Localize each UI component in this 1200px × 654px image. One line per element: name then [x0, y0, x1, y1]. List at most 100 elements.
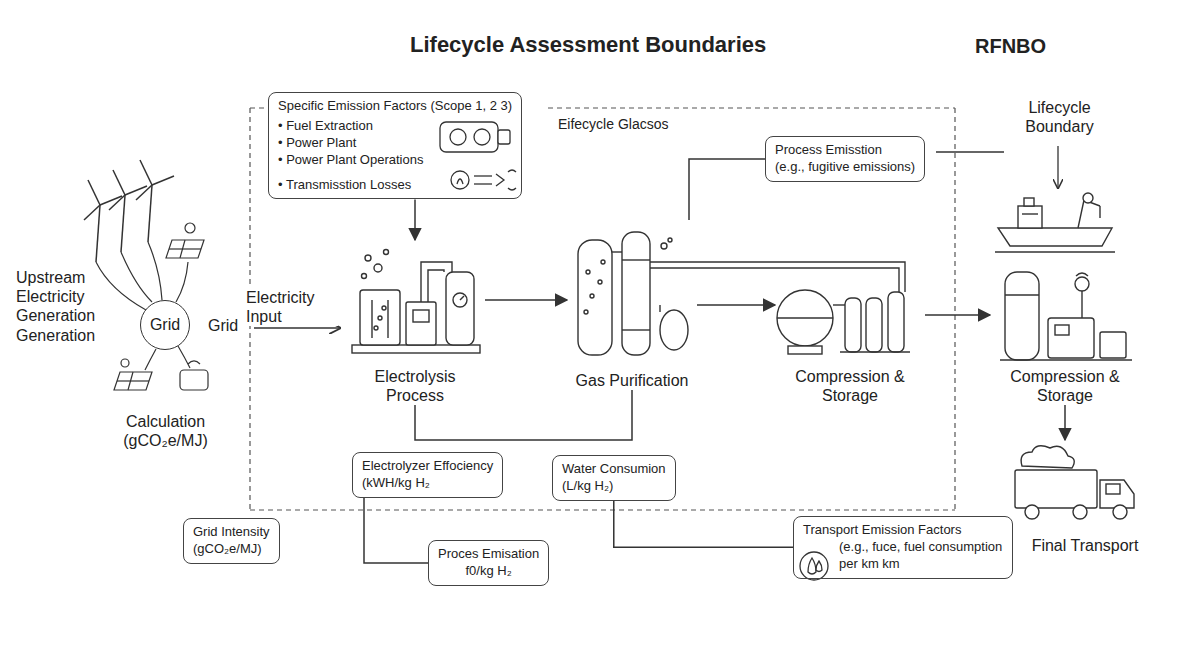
- gas-purification-illustration-part: [584, 310, 588, 314]
- electrolyzer-illustration-part: [384, 250, 389, 255]
- process-stage: Compression & Storage: [775, 255, 925, 405]
- wind-turbines-part: [140, 160, 152, 185]
- node-text: • Transmisstion Losses: [278, 177, 512, 194]
- gas-purification-illustration-part: [601, 260, 605, 264]
- solar-panels-part: [180, 370, 208, 390]
- annotation-label: Upstream Electricity Generation Generati…: [16, 268, 111, 345]
- fuel-drop-icon-part: [808, 558, 816, 574]
- process-stage: Gas Purification: [567, 220, 697, 390]
- solar-panels-part: [188, 361, 200, 364]
- ship-illustration: [995, 193, 1115, 252]
- electrolyzer-illustration-part: [360, 290, 400, 345]
- gas-purification-illustration-part: [612, 251, 622, 252]
- electrolyzer-illustration-part: [460, 296, 464, 300]
- compression-storage-illustration-part: [888, 292, 904, 352]
- lifecycle-boundary-part: [250, 509, 955, 510]
- annotation-label: Electricity Input: [246, 288, 338, 326]
- info-box: Process Emisstion(e.g., fugitive emissio…: [765, 136, 925, 182]
- right-storage-illustration-part: [1076, 273, 1088, 276]
- gas-purification-illustration-part: [578, 240, 612, 355]
- truck-illustration-part: [1113, 505, 1127, 519]
- gas-purification-illustration-part: [622, 259, 650, 260]
- lifecycle-boundary: [250, 108, 955, 510]
- wind-turbines-part: [152, 176, 174, 185]
- emission-factor-icons-part: [496, 174, 504, 186]
- wind-turbines-part: [148, 185, 152, 242]
- connector: [485, 299, 567, 301]
- node-text: Grid Intensity: [193, 524, 270, 541]
- right-storage-illustration-part: [1055, 325, 1069, 335]
- fuel-drop-icon-part: [800, 552, 828, 580]
- gas-purification-illustration-part: [650, 262, 905, 292]
- electrolyzer-illustration-part: [374, 264, 382, 272]
- emission-factor-icons-part: [457, 179, 463, 184]
- ship-illustration-part: [1078, 200, 1100, 228]
- electrolyzer-illustration-part: [362, 274, 367, 279]
- node-text: • Power Plant: [278, 135, 512, 152]
- electrolyzer-illustration-part: [428, 270, 444, 302]
- node-text: (L/kg H₂): [562, 478, 666, 495]
- right-storage-illustration-part: [1100, 332, 1126, 358]
- node-text: • Power Plant Operations: [278, 152, 512, 169]
- right-storage-illustration-part: [1081, 290, 1082, 318]
- wind-turbines: [84, 160, 174, 262]
- connector: [415, 390, 632, 440]
- node-text: • Fuel Extraction: [278, 118, 512, 135]
- process-stage: Compression & Storage: [990, 262, 1140, 405]
- gas-purification-illustration-part: [622, 232, 650, 355]
- connector: [925, 314, 990, 316]
- node-text: Compression & Storage: [990, 367, 1140, 405]
- electrolyzer-illustration-part: [446, 272, 474, 345]
- compression-storage-illustration-part: [777, 290, 833, 346]
- node-text: Proces Emisation: [438, 546, 539, 563]
- info-box: Electrolyzer Effociency(kWH/kg H₂: [352, 452, 503, 498]
- gas-purification-illustration-part: [661, 243, 667, 249]
- truck-illustration-part: [1100, 480, 1134, 508]
- info-box: Water Consumion(L/kg H₂): [552, 455, 676, 501]
- electrolyzer-illustration-part: [453, 293, 467, 307]
- solar-panels-part: [117, 380, 149, 381]
- node-text: Water Consumion: [562, 461, 666, 478]
- emission-factor-icons-part: [440, 122, 498, 152]
- wind-turbines-part: [109, 195, 125, 210]
- gas-purification-illustration-part: [586, 270, 590, 274]
- electricity-input-arrow: [254, 327, 340, 329]
- annotation-label: Grid: [208, 316, 238, 335]
- compression-storage-illustration-part: [840, 351, 910, 352]
- gas-purification-illustration-part: [650, 268, 899, 292]
- gas-purification-illustration-part: [622, 329, 650, 330]
- emission-factor-icons-part: [474, 183, 492, 184]
- grid-wires: [96, 242, 190, 370]
- gas-purification-illustration-part: [668, 238, 672, 242]
- boundary-leader-part: [1057, 146, 1058, 188]
- annotation-label: Calculation (gCO₂e/MJ): [108, 412, 223, 450]
- info-box: Specific Emission Factors (Scope 1, 2 3)…: [268, 92, 522, 199]
- right-storage-illustration-part: [1048, 318, 1094, 358]
- solar-panels-part: [166, 240, 204, 258]
- annotation-label: RFNBO: [975, 34, 1046, 58]
- truck-illustration-part: [1106, 484, 1120, 494]
- compression-storage-illustration: [777, 290, 910, 354]
- wind-turbines-part: [121, 195, 125, 252]
- wind-turbines-part: [88, 180, 100, 205]
- emission-factor-icons-part: [474, 175, 492, 176]
- electrolyzer-illustration-part: [374, 326, 378, 330]
- truck-illustration-part: [1021, 446, 1074, 468]
- grid-wires-part: [145, 349, 156, 370]
- wind-turbines-part: [136, 185, 152, 200]
- electrolyzer-illustration-part: [413, 310, 429, 322]
- compression-storage-illustration-part: [788, 346, 822, 354]
- node-text: Process Emisstion: [775, 142, 915, 159]
- diagram-title: Lifecycle Assessment Boundaries: [410, 32, 766, 58]
- process-stage: Final Transport: [1005, 440, 1165, 555]
- node-text: Gas Purification: [576, 371, 689, 390]
- connector: [1064, 405, 1066, 440]
- ship-illustration-part: [1018, 206, 1042, 228]
- emission-factor-icons: [440, 122, 516, 190]
- emission-factor-icons-part: [498, 130, 510, 144]
- gas-purification-illustration-part: [659, 305, 660, 312]
- compression-storage-illustration-part: [833, 304, 845, 305]
- compression-storage-illustration-part: [845, 298, 861, 352]
- lifecycle-boundary-part: [954, 108, 955, 510]
